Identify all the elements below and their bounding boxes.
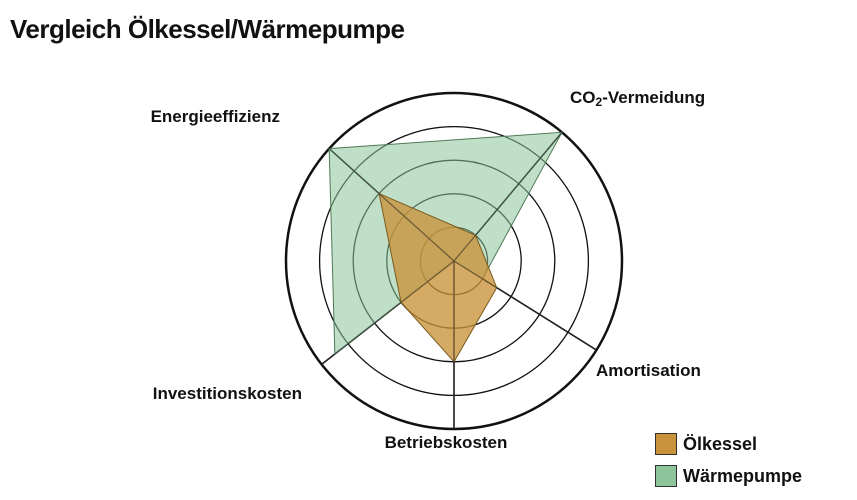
legend-swatch-waermepumpe	[655, 465, 677, 487]
chart-title: Vergleich Ölkessel/Wärmepumpe	[10, 14, 405, 44]
legend-label-waermepumpe: Wärmepumpe	[683, 465, 803, 486]
radar-axis-label: CO2-Vermeidung	[570, 88, 705, 109]
legend-label-oelkessel: Ölkessel	[683, 433, 758, 454]
radar-axis-label: Betriebskosten	[385, 433, 508, 452]
legend-item-oelkessel: Ölkessel	[655, 428, 802, 460]
legend-swatch-oelkessel	[655, 433, 677, 455]
radar-axis-labels: CO2-VermeidungAmortisationBetriebskosten…	[151, 88, 706, 452]
legend-item-waermepumpe: Wärmepumpe	[655, 460, 802, 492]
radar-axis-overlay	[453, 260, 597, 351]
radar-axis-overlay	[321, 260, 455, 365]
radar-axis-label: Investitionskosten	[153, 384, 302, 403]
radar-series-oelkessel	[378, 192, 498, 363]
radar-axis-overlay	[453, 131, 563, 262]
radar-axis-label: Amortisation	[596, 361, 701, 380]
radar-axis-label: Energieeffizienz	[151, 107, 280, 126]
legend: Ölkessel Wärmepumpe	[655, 428, 802, 492]
radar-series	[321, 131, 597, 429]
radar-axis-overlay	[328, 148, 455, 262]
